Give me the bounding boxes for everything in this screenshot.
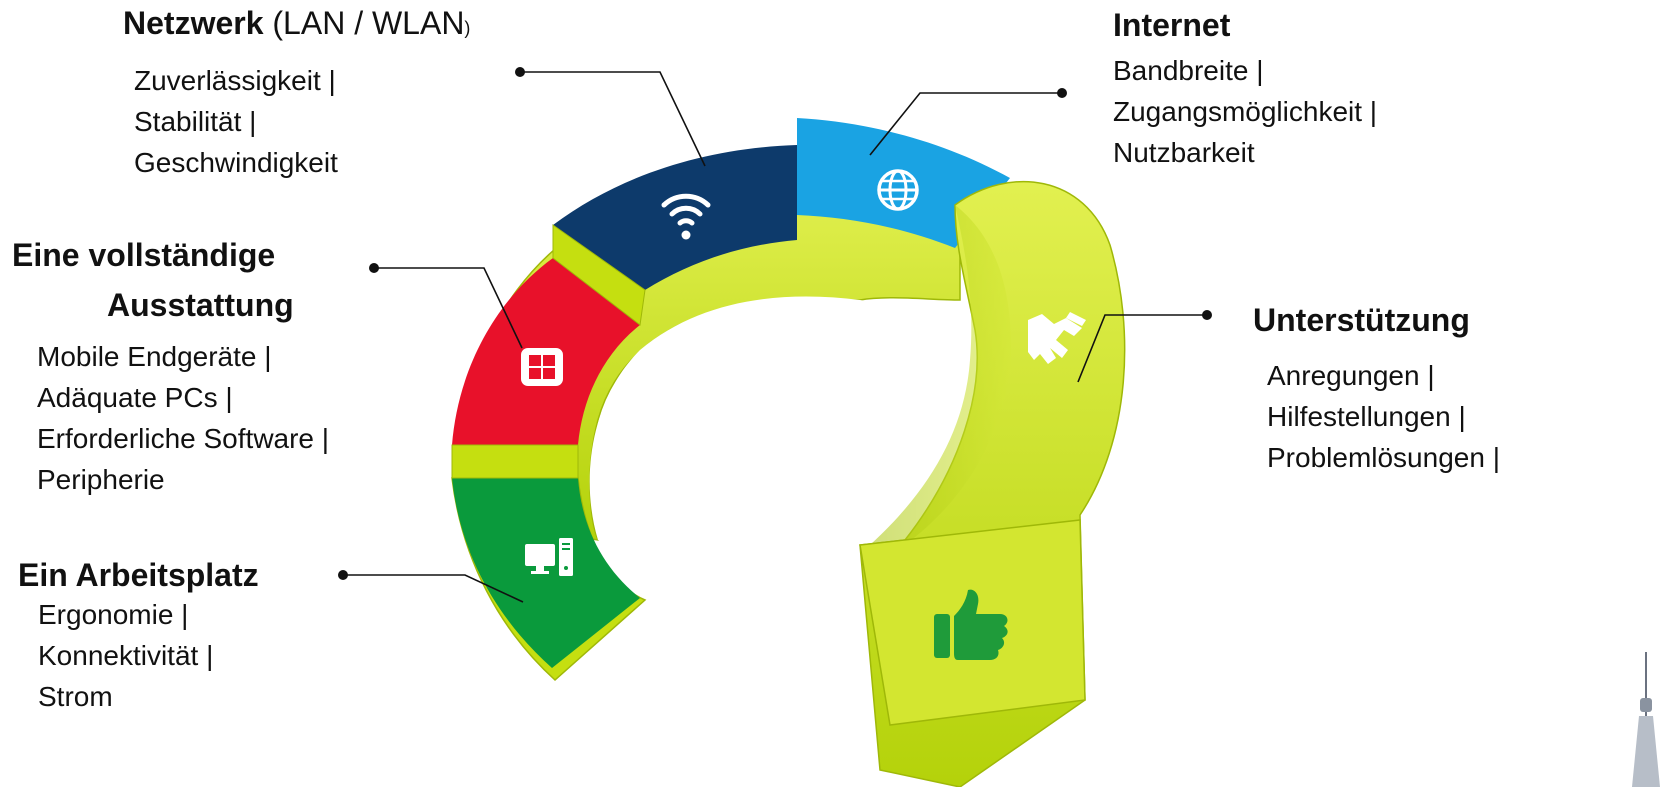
items-internet: Bandbreite | Zugangsmöglichkeit | Nutzba…	[1113, 50, 1377, 173]
label-equipment: Eine vollständige Ausstattung Mobile End…	[12, 236, 329, 500]
item-equipment-2: Erforderliche Software |	[37, 423, 330, 454]
label-workplace: Ein Arbeitsplatz Ergonomie | Konnektivit…	[18, 556, 259, 717]
title-equipment-line1: Eine vollständige	[12, 237, 276, 273]
item-network-0: Zuverlässigkeit |	[134, 65, 336, 96]
items-support: Anregungen | Hilfestellungen | Problemlö…	[1267, 355, 1500, 478]
tv-tower-icon	[1632, 652, 1660, 787]
title-equipment-line2: Ausstattung	[107, 287, 294, 323]
item-equipment-3: Peripherie	[37, 464, 165, 495]
item-support-0: Anregungen |	[1267, 360, 1435, 391]
item-equipment-1: Adäquate PCs |	[37, 382, 233, 413]
label-support: Unterstützung Anregungen | Hilfestellung…	[1253, 301, 1500, 478]
item-support-2: Problemlösungen |	[1267, 442, 1500, 473]
handshake-icon	[1028, 312, 1086, 364]
item-workplace-2: Strom	[38, 681, 113, 712]
title-network: Netzwerk (LAN / WLAN)	[123, 5, 471, 41]
connector-network	[515, 67, 706, 167]
globe-icon	[877, 169, 919, 211]
items-equipment: Mobile Endgeräte | Adäquate PCs | Erford…	[37, 336, 329, 500]
item-support-1: Hilfestellungen |	[1267, 401, 1466, 432]
windows-logo-icon	[521, 348, 563, 386]
items-workplace: Ergonomie | Konnektivität | Strom	[38, 594, 259, 717]
item-network-1: Stabilität |	[134, 106, 257, 137]
title-workplace: Ein Arbeitsplatz	[18, 557, 259, 593]
item-network-2: Geschwindigkeit	[134, 147, 338, 178]
label-network: Netzwerk (LAN / WLAN) Zuverlässigkeit | …	[123, 4, 470, 183]
item-internet-2: Nutzbarkeit	[1113, 137, 1255, 168]
connector-support	[1077, 310, 1212, 383]
desktop-computer-icon	[525, 538, 573, 576]
connector-equipment	[369, 263, 523, 349]
label-internet: Internet Bandbreite | Zugangsmöglichkeit…	[1113, 6, 1377, 173]
item-workplace-0: Ergonomie |	[38, 599, 189, 630]
connector-workplace	[338, 570, 524, 603]
item-equipment-0: Mobile Endgeräte |	[37, 341, 272, 372]
title-support: Unterstützung	[1253, 302, 1470, 338]
title-internet: Internet	[1113, 7, 1231, 43]
item-internet-1: Zugangsmöglichkeit |	[1113, 96, 1378, 127]
item-workplace-1: Konnektivität |	[38, 640, 214, 671]
wifi-icon	[661, 193, 711, 240]
items-network: Zuverlässigkeit | Stabilität | Geschwind…	[134, 60, 470, 183]
thumbs-up-icon	[934, 589, 1008, 660]
segment-network[interactable]	[552, 145, 797, 326]
item-internet-0: Bandbreite |	[1113, 55, 1264, 86]
connector-internet	[869, 88, 1067, 156]
